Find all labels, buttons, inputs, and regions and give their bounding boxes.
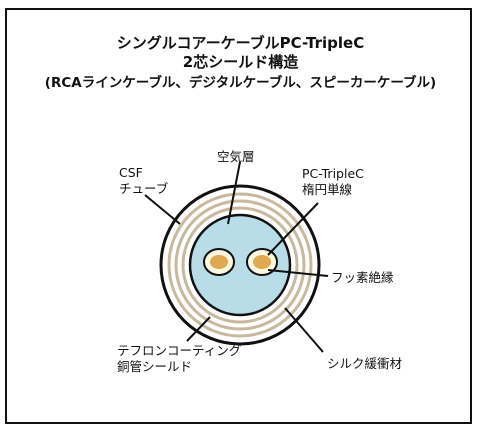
- leader-silk: [284, 307, 324, 353]
- label-csf: CSF チューブ: [119, 165, 168, 197]
- label-conductor: PC-TripleC 楕円単線: [302, 166, 364, 198]
- leader-conductor: [267, 202, 319, 256]
- label-shield-line2: 銅管シールド: [117, 359, 193, 374]
- label-air: 空気層: [217, 149, 255, 164]
- label-conductor-line1: PC-TripleC: [302, 166, 364, 181]
- diagram-title: シングルコアーケーブルPC-TripleC 2芯シールド構造 (RCAラインケー…: [0, 34, 481, 93]
- conductor-right: [253, 255, 271, 269]
- shield-ring-outer: [167, 192, 313, 338]
- shield-ring-middle: [174, 199, 306, 331]
- leader-insulation: [267, 269, 329, 277]
- title-line-1: シングルコアーケーブルPC-TripleC: [116, 34, 365, 52]
- title-line-3: (RCAラインケーブル、デジタルケーブル、スピーカーケーブル): [44, 75, 437, 91]
- air-layer: [188, 213, 292, 317]
- leader-shield: [186, 316, 211, 342]
- leader-csf: [144, 194, 181, 225]
- label-csf-line1: CSF: [119, 165, 143, 180]
- label-insulation: フッ素絶縁: [331, 270, 394, 285]
- shield-ring-inner: [181, 206, 299, 324]
- leader-air: [227, 161, 241, 225]
- label-silk: シルク緩衝材: [327, 356, 403, 371]
- label-shield: テフロンコーティング 銅管シールド: [117, 343, 241, 375]
- conductor-left: [210, 255, 228, 269]
- title-line-2: 2芯シールド構造: [182, 53, 299, 71]
- label-shield-line1: テフロンコーティング: [117, 343, 242, 358]
- label-csf-line2: チューブ: [119, 181, 169, 196]
- label-conductor-line2: 楕円単線: [302, 182, 353, 197]
